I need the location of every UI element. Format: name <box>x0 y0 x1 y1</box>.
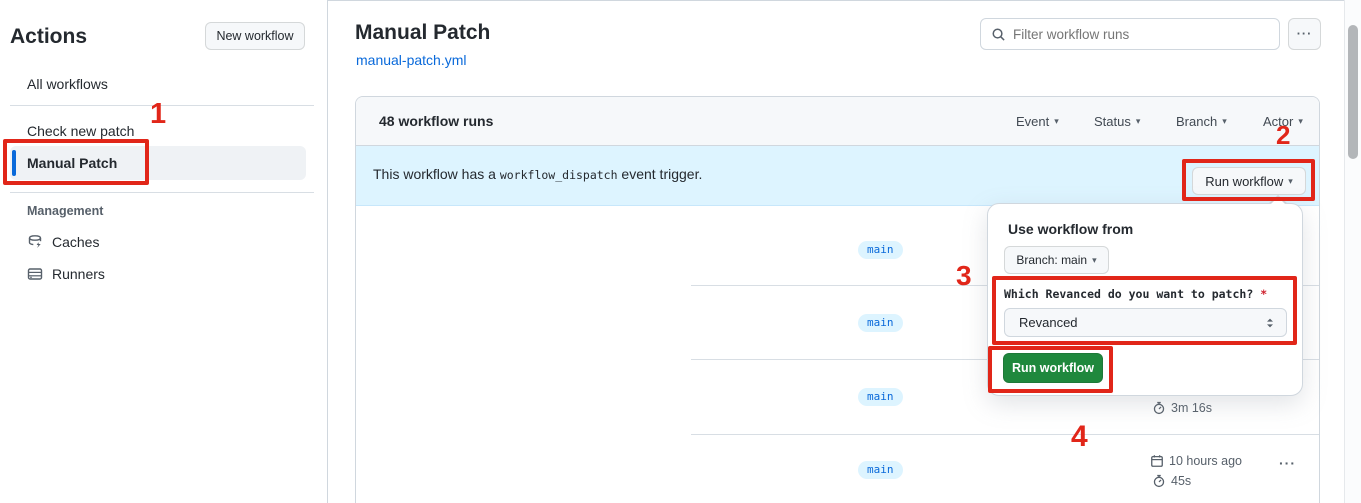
caret-down-icon: ▾ <box>1222 116 1227 126</box>
run-time-label: 10 hours ago <box>1169 454 1242 468</box>
branch-select-label: Branch: main <box>1016 253 1088 267</box>
sidebar-item-check-new-patch[interactable]: Check new patch <box>27 123 135 139</box>
workflow-run-row[interactable]: main <box>357 207 1319 285</box>
run-workflow-submit-button[interactable]: Run workflow <box>1003 353 1103 383</box>
caret-down-icon: ▾ <box>1298 116 1303 126</box>
banner-text-before: This workflow has a <box>373 166 496 182</box>
search-input[interactable] <box>1013 26 1269 42</box>
row-kebab-button[interactable]: ··· <box>1279 455 1296 471</box>
filter-actor-label: Actor <box>1263 114 1294 129</box>
dropdown-pointer-icon <box>1270 197 1286 205</box>
run-duration-label: 3m 16s <box>1171 401 1212 415</box>
filter-event[interactable]: Event ▾ <box>1016 114 1059 129</box>
search-icon <box>992 28 1005 41</box>
caret-down-icon: ▾ <box>1092 254 1097 265</box>
stopwatch-icon <box>1153 401 1165 415</box>
search-box[interactable] <box>980 18 1280 50</box>
filter-status[interactable]: Status ▾ <box>1094 114 1140 129</box>
filter-status-label: Status <box>1094 114 1131 129</box>
workflow-file-link[interactable]: manual-patch.yml <box>356 52 467 68</box>
run-workflow-dropdown-label: Run workflow <box>1205 173 1284 189</box>
scrollbar-thumb[interactable] <box>1348 25 1358 159</box>
new-workflow-button[interactable]: New workflow <box>205 22 305 50</box>
branch-select-button[interactable]: Branch: main ▾ <box>1004 246 1109 274</box>
runners-icon <box>27 268 43 280</box>
run-duration-label: 45s <box>1171 474 1192 488</box>
revanced-select-value: Revanced <box>1019 315 1078 330</box>
run-duration: 3m 16s <box>1152 401 1212 415</box>
row-divider <box>357 359 1319 360</box>
filter-event-label: Event <box>1016 114 1050 129</box>
dispatch-banner-text: This workflow has a workflow_dispatch ev… <box>373 166 702 182</box>
scrollbar[interactable] <box>1344 0 1361 503</box>
branch-badge[interactable]: main <box>858 241 903 259</box>
workflow-run-row[interactable]: main 3m 16s <box>357 360 1319 434</box>
stopwatch-icon <box>1153 474 1165 488</box>
branch-badge[interactable]: main <box>858 461 903 479</box>
row-divider <box>357 285 1319 286</box>
banner-code: workflow_dispatch <box>499 168 618 182</box>
sidebar-item-runners[interactable]: Runners <box>27 266 105 282</box>
workflow-runs-panel: 48 workflow runs Event ▾ Status ▾ Branch… <box>355 96 1320 503</box>
management-section-label: Management <box>27 204 104 218</box>
page-title: Manual Patch <box>355 21 491 44</box>
workflow-run-row[interactable]: main <box>357 286 1319 359</box>
caret-down-icon: ▾ <box>1135 116 1141 126</box>
runs-list-header: 48 workflow runs Event ▾ Status ▾ Branch… <box>356 97 1319 146</box>
branch-badge[interactable]: main <box>858 388 903 406</box>
caret-down-icon: ▾ <box>1288 175 1293 186</box>
filter-branch-label: Branch <box>1176 114 1218 129</box>
run-workflow-dropdown-panel: Use workflow from Branch: main ▾ Which R… <box>987 203 1303 396</box>
sidebar-border <box>327 0 328 503</box>
input-label-text: Which Revanced do you want to patch? <box>1004 287 1254 301</box>
filter-actor[interactable]: Actor ▾ <box>1263 114 1303 129</box>
required-asterisk: * <box>1260 287 1268 301</box>
run-time: 10 hours ago <box>1150 454 1242 468</box>
caches-icon <box>28 235 42 248</box>
runs-count: 48 workflow runs <box>379 113 494 129</box>
use-workflow-from-label: Use workflow from <box>1008 221 1134 237</box>
new-workflow-label: New workflow <box>216 29 294 43</box>
run-duration: 45s <box>1152 474 1191 488</box>
sidebar-item-all-workflows[interactable]: All workflows <box>27 76 108 92</box>
sidebar-title: Actions <box>10 25 88 48</box>
calendar-icon <box>1151 455 1163 467</box>
filter-branch[interactable]: Branch ▾ <box>1176 114 1227 129</box>
runners-label: Runners <box>52 266 105 282</box>
revanced-select[interactable]: Revanced <box>1004 308 1287 337</box>
run-workflow-submit-label: Run workflow <box>1012 361 1094 375</box>
page-kebab-button[interactable]: ··· <box>1288 18 1321 50</box>
page-top-border <box>0 0 1361 1</box>
sidebar-item-caches[interactable]: Caches <box>27 234 99 250</box>
sidebar-item-manual-patch[interactable]: Manual Patch <box>10 146 306 180</box>
sidebar-item-label: Manual Patch <box>27 155 118 171</box>
kebab-icon: ··· <box>1279 455 1296 471</box>
caches-label: Caches <box>52 234 100 250</box>
workflow-run-row[interactable]: main 10 hours ago 45s <box>357 435 1319 503</box>
branch-badge[interactable]: main <box>858 314 903 332</box>
selected-accent-bar <box>12 150 16 176</box>
banner-text-after: event trigger. <box>621 166 703 182</box>
kebab-icon: ··· <box>1296 27 1313 41</box>
select-updown-icon <box>1267 318 1273 327</box>
caret-down-icon: ▾ <box>1054 116 1059 126</box>
dispatch-banner: This workflow has a workflow_dispatch ev… <box>356 146 1319 206</box>
row-divider <box>357 434 1319 435</box>
run-workflow-dropdown-button[interactable]: Run workflow ▾ <box>1192 167 1306 195</box>
sidebar-divider <box>10 105 314 106</box>
sidebar-divider <box>10 192 314 193</box>
redacted-region <box>357 207 691 503</box>
sidebar: Actions New workflow All workflows Check… <box>0 0 328 503</box>
input-label: Which Revanced do you want to patch? * <box>1004 287 1267 301</box>
